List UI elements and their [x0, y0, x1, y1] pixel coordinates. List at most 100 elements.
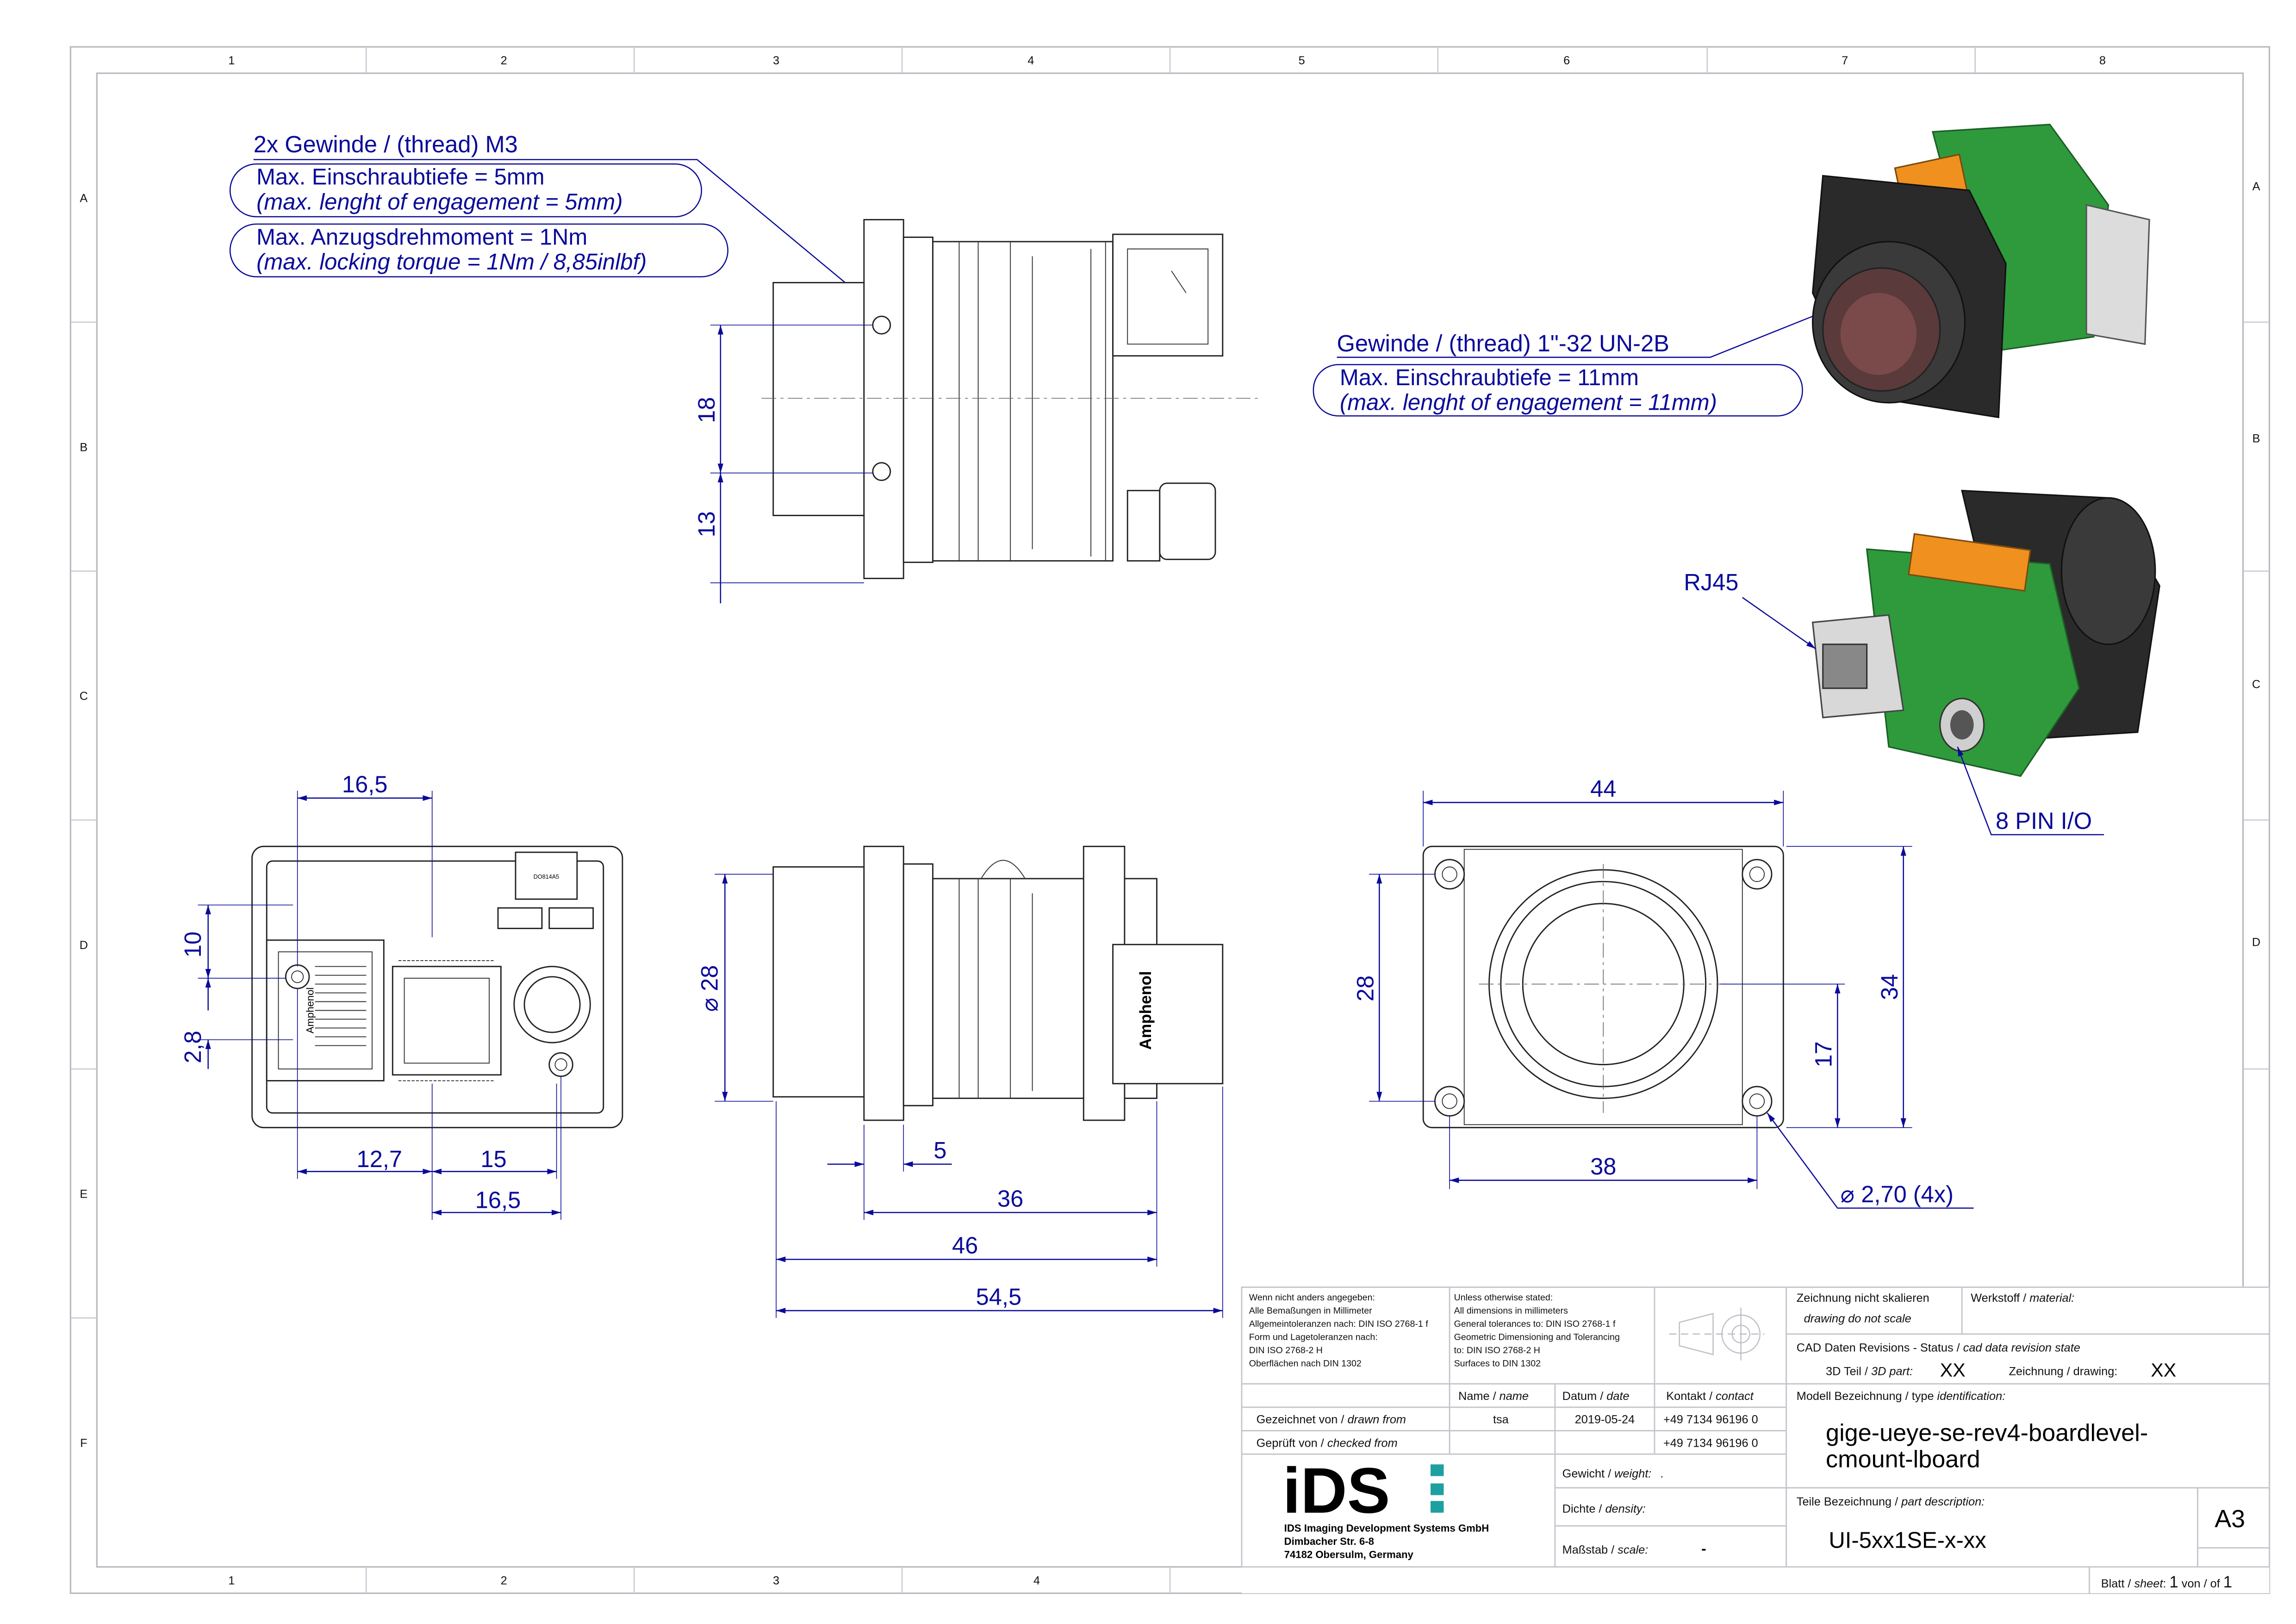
row-label: A [2252, 180, 2260, 193]
svg-text:(max. lenght of engagement = 5: (max. lenght of engagement = 5mm) [256, 189, 622, 214]
side-view-bottom-dimensions: ⌀ 28 5 36 46 54,5 [697, 874, 1223, 1318]
svg-text:Dimbacher Str. 6-8: Dimbacher Str. 6-8 [1284, 1536, 1374, 1547]
svg-text:16,5: 16,5 [475, 1187, 521, 1213]
sheet-format: A3 [2215, 1505, 2245, 1533]
svg-text:tsa: tsa [1493, 1413, 1509, 1426]
svg-text:12,7: 12,7 [357, 1146, 403, 1172]
column-label: 2 [501, 1574, 507, 1587]
svg-text:Amphenol: Amphenol [304, 987, 316, 1034]
side-view-top-dimensions: 18 13 [693, 325, 873, 604]
svg-text:13: 13 [693, 511, 720, 537]
svg-text:2x Gewinde / (thread) M3: 2x Gewinde / (thread) M3 [254, 131, 518, 157]
column-label: 6 [1563, 54, 1570, 67]
svg-text:15: 15 [480, 1146, 506, 1172]
svg-text:38: 38 [1590, 1153, 1616, 1180]
svg-text:CAD Daten Revisions - Status /: CAD Daten Revisions - Status / cad data … [1797, 1342, 2080, 1355]
svg-text:Gewicht / weight:.: Gewicht / weight:. [1562, 1468, 1664, 1480]
column-label: 4 [1027, 54, 1034, 67]
svg-text:XX: XX [1940, 1359, 1966, 1380]
svg-text:Modell Bezeichnung / type iden: Modell Bezeichnung / type identification… [1797, 1390, 2005, 1403]
render-labels: RJ45 8 PIN I/O [1684, 569, 2104, 836]
svg-text:iDS: iDS [1283, 1455, 1390, 1527]
projection-symbol-icon [1669, 1307, 1765, 1361]
svg-text:Name / name: Name / name [1458, 1390, 1529, 1403]
svg-text:⌀ 2,70 (4x): ⌀ 2,70 (4x) [1841, 1181, 1954, 1207]
svg-text:Wenn nicht anders angegeben:: Wenn nicht anders angegeben: [1249, 1293, 1375, 1303]
svg-text:(max. lenght of engagement = 1: (max. lenght of engagement = 11mm) [1340, 390, 1717, 415]
svg-text:IDS Imaging Development System: IDS Imaging Development Systems GmbH [1284, 1523, 1489, 1534]
front-view-dimensions: 44 38 28 34 17 ⌀ 2,70 (4x) [1352, 775, 1974, 1209]
side-view-top [761, 219, 1259, 579]
svg-text:Gezeichnet von / drawn from: Gezeichnet von / drawn from [1257, 1413, 1406, 1426]
column-label: 5 [1299, 54, 1305, 67]
svg-text:XX: XX [2151, 1359, 2176, 1380]
svg-text:Kontakt / contact: Kontakt / contact [1666, 1390, 1754, 1403]
part-number: UI-5xx1SE-x-xx [1829, 1528, 1986, 1553]
column-label: 3 [773, 1574, 779, 1587]
svg-text:Geprüft von / checked from: Geprüft von / checked from [1257, 1437, 1398, 1449]
svg-text:Max. Einschraubtiefe = 5mm: Max. Einschraubtiefe = 5mm [256, 165, 544, 190]
row-label: F [80, 1437, 87, 1449]
svg-text:Maßstab / scale:: Maßstab / scale: [1562, 1543, 1649, 1556]
row-label: D [80, 939, 88, 952]
svg-text:Zeichnung nicht skalieren: Zeichnung nicht skalieren [1797, 1292, 1929, 1305]
svg-text:All dimensions in millimeters: All dimensions in millimeters [1454, 1305, 1568, 1316]
svg-text:Oberflächen nach DIN 1302: Oberflächen nach DIN 1302 [1249, 1358, 1362, 1368]
title-block: Wenn nicht anders angegeben: Alle Bemaßu… [1241, 1287, 2270, 1593]
svg-text:5: 5 [933, 1137, 946, 1163]
svg-text:Dichte / density:: Dichte / density: [1562, 1503, 1646, 1516]
svg-text:36: 36 [997, 1185, 1023, 1212]
svg-text:Werkstoff / material:: Werkstoff / material: [1971, 1292, 2074, 1305]
row-label: E [80, 1188, 87, 1201]
row-label: C [80, 690, 88, 703]
svg-text:18: 18 [693, 397, 720, 423]
general-notes-en: Unless otherwise stated: All dimensions … [1454, 1293, 1620, 1368]
svg-text:Blatt / sheet: 1 von / of 1: Blatt / sheet: 1 von / of 1 [2101, 1574, 2232, 1591]
svg-text:DIN ISO 2768-2 H: DIN ISO 2768-2 H [1249, 1345, 1323, 1355]
svg-text:28: 28 [1352, 975, 1379, 1001]
svg-text:Unless otherwise stated:: Unless otherwise stated: [1454, 1293, 1553, 1303]
svg-text:Zeichnung / drawing:: Zeichnung / drawing: [2009, 1365, 2117, 1378]
model-name: gige-ueye-se-rev4-boardlevel- [1826, 1420, 2148, 1447]
column-label: 8 [2099, 54, 2106, 67]
row-label: D [2252, 936, 2260, 949]
rj45-label: RJ45 [1684, 569, 1738, 595]
svg-text:10: 10 [180, 931, 206, 957]
column-label: 7 [1842, 54, 1848, 67]
back-view-dimensions: 16,5 10 2,8 12,7 15 16,5 [180, 771, 561, 1220]
svg-text:DO814A5: DO814A5 [534, 874, 560, 880]
svg-text:Gewinde / (thread) 1"-32 UN-2B: Gewinde / (thread) 1"-32 UN-2B [1337, 330, 1669, 356]
svg-text:54,5: 54,5 [976, 1283, 1022, 1310]
svg-text:2019-05-24: 2019-05-24 [1575, 1413, 1635, 1426]
svg-text:46: 46 [952, 1232, 978, 1259]
svg-text:+49 7134 96196 0: +49 7134 96196 0 [1663, 1437, 1758, 1449]
svg-text:Teile Bezeichnung / part descr: Teile Bezeichnung / part description: [1797, 1495, 1985, 1508]
side-view-bottom: Amphenol [772, 845, 1224, 1121]
svg-text:Max. Einschraubtiefe = 11mm: Max. Einschraubtiefe = 11mm [1340, 365, 1639, 390]
svg-text:Form und Lagetoleranzen nach:: Form und Lagetoleranzen nach: [1249, 1332, 1378, 1342]
front-view [1422, 845, 1784, 1129]
svg-text:2,8: 2,8 [180, 1031, 206, 1063]
column-label: 2 [501, 54, 507, 67]
svg-text:+49 7134 96196 0: +49 7134 96196 0 [1663, 1413, 1758, 1426]
svg-text:Alle Bemaßungen in Millimeter: Alle Bemaßungen in Millimeter [1249, 1305, 1372, 1316]
cmount-thread-callout: Gewinde / (thread) 1"-32 UN-2B Max. Eins… [1313, 310, 1828, 417]
svg-text:⌀ 28: ⌀ 28 [697, 965, 723, 1012]
svg-text:Allgemeintoleranzen nach: DIN: Allgemeintoleranzen nach: DIN ISO 2768-1… [1249, 1319, 1429, 1329]
camera-render-back [1811, 489, 2160, 777]
svg-text:to: DIN ISO 2768-2 H: to: DIN ISO 2768-2 H [1454, 1345, 1540, 1355]
svg-text:16,5: 16,5 [342, 771, 388, 797]
column-label: 4 [1033, 1574, 1040, 1587]
svg-text:Surfaces to DIN 1302: Surfaces to DIN 1302 [1454, 1358, 1541, 1368]
camera-render-front [1811, 124, 2150, 418]
svg-text:Amphenol: Amphenol [1137, 971, 1155, 1050]
svg-text:3D Teil / 3D part:: 3D Teil / 3D part: [1826, 1365, 1913, 1378]
svg-text:(max. locking torque = 1Nm / 8: (max. locking torque = 1Nm / 8,85inlbf) [256, 250, 647, 275]
svg-text:Geometric Dimensioning and Tol: Geometric Dimensioning and Tolerancing [1454, 1332, 1620, 1342]
svg-text:34: 34 [1876, 974, 1903, 1000]
row-label: A [80, 192, 87, 205]
row-label: C [2252, 678, 2260, 691]
column-label: 3 [773, 54, 779, 67]
svg-text:Max. Anzugsdrehmoment = 1Nm: Max. Anzugsdrehmoment = 1Nm [256, 225, 587, 250]
